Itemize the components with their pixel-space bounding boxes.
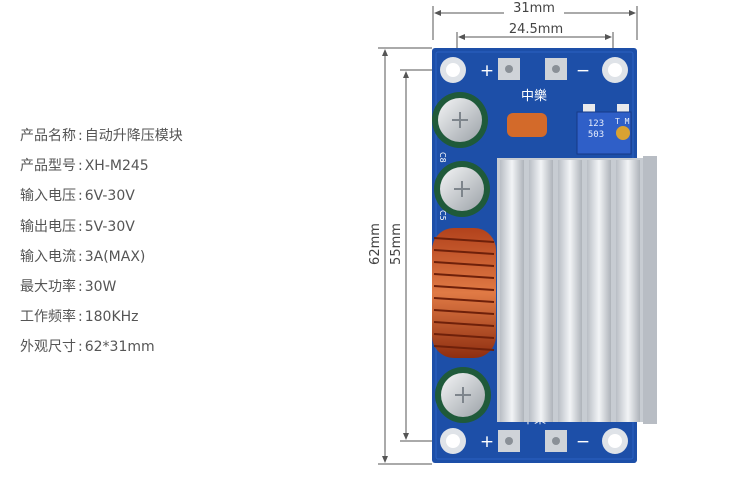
spec-label: 输入电压 (20, 188, 76, 205)
ceramic-capacitor (507, 113, 547, 137)
spec-label: 输入电流 (20, 248, 76, 265)
capacitor-top (432, 92, 488, 148)
dim-height-outer: 62mm (368, 223, 383, 265)
dimension-arrows (382, 10, 636, 463)
spec-separator: : (78, 188, 83, 205)
spec-label: 外观尺寸 (20, 339, 76, 356)
dimension-lines (378, 6, 638, 465)
spec-value: XH-M245 (84, 158, 149, 175)
heatsink (497, 156, 657, 424)
spec-value: 自动升降压模块 (84, 128, 183, 144)
spec-value: 5V-30V (84, 218, 135, 235)
spec-separator: : (78, 128, 83, 144)
pot-code-line2: 503 (588, 130, 604, 140)
spec-list: 产品名称:自动升降压模块 产品型号:XH-M245 输入电压:6V-30V 输出… (20, 126, 183, 368)
spec-separator: : (78, 339, 83, 356)
spec-label: 产品名称 (20, 128, 76, 144)
terminal-pads (498, 58, 567, 452)
spec-label: 最大功率 (20, 278, 76, 295)
spec-row-model: 产品型号:XH-M245 (20, 156, 183, 186)
spec-label: 输出电压 (20, 218, 76, 235)
spec-value: 180KHz (84, 309, 139, 326)
spec-value: 30W (84, 278, 117, 295)
spec-row-name: 产品名称:自动升降压模块 (20, 126, 183, 156)
cap-label-c5: C5 (438, 210, 447, 221)
pot-code-line1: 123 (588, 119, 604, 129)
capacitor-middle (434, 161, 490, 217)
cap-label-c8: C8 (438, 152, 447, 163)
spec-separator: : (78, 218, 83, 235)
spec-row-input-current: 输入电流:3A(MAX) (20, 247, 183, 277)
spec-row-frequency: 工作频率:180KHz (20, 307, 183, 337)
dim-width-outer: 31mm (513, 1, 555, 16)
spec-value: 3A(MAX) (84, 248, 146, 265)
trimmer-potentiometer (576, 111, 632, 155)
spec-row-max-power: 最大功率:30W (20, 277, 183, 307)
spec-separator: : (78, 158, 83, 175)
terminal-plus-top: + (480, 61, 494, 81)
smd-part (583, 104, 595, 112)
dim-label-bg (504, 2, 564, 16)
spec-label: 工作频率 (20, 309, 76, 326)
mounting-holes (440, 57, 628, 454)
spec-label: 产品型号 (20, 158, 76, 175)
dim-width-hole: 24.5mm (509, 22, 563, 37)
spec-value: 62*31mm (84, 339, 155, 356)
inductor-coil (432, 228, 496, 358)
pot-code-mark: T M (615, 117, 630, 126)
dim-height-hole: 55mm (389, 223, 404, 265)
capacitor-bottom (435, 367, 491, 423)
silkscreen-logo: 中樂 (521, 88, 547, 104)
spec-row-output-voltage: 输出电压:5V-30V (20, 217, 183, 247)
smd-part (617, 104, 629, 112)
spec-row-input-voltage: 输入电压:6V-30V (20, 186, 183, 216)
terminal-plus-bottom: + (480, 432, 494, 452)
terminal-minus-bottom: − (576, 432, 590, 452)
spec-separator: : (78, 278, 83, 295)
terminal-minus-top: − (576, 61, 590, 81)
spec-separator: : (78, 248, 83, 265)
spec-row-size: 外观尺寸:62*31mm (20, 337, 183, 367)
spec-separator: : (78, 309, 83, 326)
spec-value: 6V-30V (84, 188, 135, 205)
